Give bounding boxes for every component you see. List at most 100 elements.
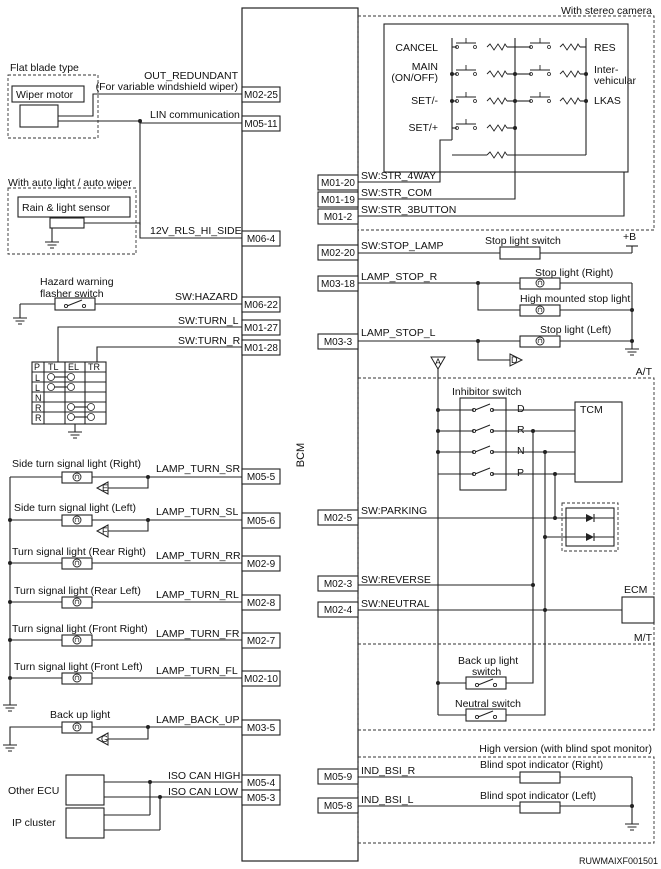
flat-blade-label: Flat blade type: [10, 62, 79, 74]
svg-text:N: N: [35, 393, 42, 403]
mt-label: M/T: [634, 632, 653, 644]
svg-text:M05-3: M05-3: [247, 793, 276, 804]
stop-light-section: Stop light switch +B SW:STOP_LAMP LAMP_S…: [358, 231, 640, 367]
figure-code: RUWMAIXF001501: [579, 856, 658, 866]
pin-m02-7: M02-7: [241, 632, 281, 649]
pin-m05-8: M05-8: [317, 797, 359, 814]
svg-text:SW:REVERSE: SW:REVERSE: [361, 574, 431, 586]
bcm-body: [241, 7, 359, 862]
svg-text:R: R: [35, 403, 42, 413]
svg-text:(ON/OFF): (ON/OFF): [391, 72, 438, 84]
svg-text:SW:NEUTRAL: SW:NEUTRAL: [361, 598, 430, 610]
turn-switch-table: P TL EL TR L L N R R: [31, 361, 107, 439]
lamp-turn-fr-signal: LAMP_TURN_FR: [156, 628, 240, 640]
rain-sensor-body: [49, 217, 85, 229]
svg-text:LAMP_STOP_L: LAMP_STOP_L: [361, 327, 436, 339]
svg-text:M02-3: M02-3: [324, 579, 353, 590]
svg-text:A: A: [435, 357, 441, 367]
12v-signal: 12V_RLS_HI_SIDE: [150, 225, 242, 237]
stop-light-switch-label: Stop light switch: [485, 235, 561, 247]
pin-m01-19: M01-19: [317, 191, 359, 208]
svg-text:M05-5: M05-5: [247, 472, 276, 483]
pin-m02-3: M02-3: [317, 575, 359, 592]
iso-can-low-signal: ISO CAN LOW: [168, 786, 238, 798]
mt-section: M/T Back up light switch Neutral switch: [357, 585, 655, 731]
svg-text:E: E: [102, 483, 108, 493]
hazard-signal: SW:HAZARD: [175, 291, 238, 303]
side-turn-right-label: Side turn signal light (Right): [12, 458, 141, 470]
svg-text:M02-9: M02-9: [247, 559, 276, 570]
pin-m05-4: M05-4: [241, 774, 281, 791]
bsi-left-label: Blind spot indicator (Left): [480, 790, 596, 802]
svg-text:M02-10: M02-10: [244, 674, 278, 685]
ecm-label: ECM: [624, 584, 647, 596]
stereo-camera-label: With stereo camera: [561, 5, 652, 17]
pin-m06-4: M06-4: [241, 230, 281, 247]
pin-m02-25: M02-25: [241, 86, 281, 103]
svg-text:IND_BSI_R: IND_BSI_R: [361, 765, 416, 777]
ip-cluster-label: IP cluster: [12, 817, 56, 829]
svg-text:M02-8: M02-8: [247, 598, 276, 609]
neutral-switch-label: Neutral switch: [455, 698, 521, 710]
svg-text:TL: TL: [48, 362, 59, 372]
svg-text:M06-4: M06-4: [247, 234, 276, 245]
can-bus-section: Other ECU IP cluster ISO CAN HIGH ISO CA…: [8, 770, 242, 839]
svg-text:P: P: [517, 467, 524, 479]
pin-m03-3: M03-3: [317, 333, 359, 350]
turn-signal-section: Side turn signal light (Right) E LAMP_TU…: [2, 458, 242, 712]
svg-text:R: R: [35, 413, 42, 423]
svg-text:M02-7: M02-7: [247, 636, 276, 647]
pin-m05-6: M05-6: [241, 512, 281, 529]
lamp-back-up-signal: LAMP_BACK_UP: [156, 714, 239, 726]
svg-text:R: R: [517, 424, 525, 436]
other-ecu-box: [65, 774, 105, 806]
svg-text:M05-4: M05-4: [247, 778, 276, 789]
svg-text:M02-25: M02-25: [244, 90, 278, 101]
connector-marker-a: A: [430, 356, 446, 715]
svg-text:L: L: [35, 373, 40, 383]
svg-text:SET/-: SET/-: [411, 95, 438, 107]
side-turn-left-label: Side turn signal light (Left): [14, 502, 136, 514]
svg-text:M03-18: M03-18: [321, 279, 355, 290]
stereo-camera-section: With stereo camera CANCEL MAIN (ON/OFF) …: [357, 5, 655, 231]
rain-sensor-box: [17, 196, 131, 218]
lamp-turn-rr-signal: LAMP_TURN_RR: [156, 550, 241, 562]
pin-m01-2: M01-2: [317, 208, 359, 225]
lamp-turn-sr-signal: LAMP_TURN_SR: [156, 463, 240, 475]
pin-m02-8: M02-8: [241, 594, 281, 611]
svg-text:IND_BSI_L: IND_BSI_L: [361, 794, 414, 806]
pin-m02-9: M02-9: [241, 555, 281, 572]
auto-light-section: With auto light / auto wiper Rain & ligh…: [7, 177, 242, 255]
svg-text:M05-11: M05-11: [244, 119, 278, 130]
svg-text:SW:STR_4WAY: SW:STR_4WAY: [361, 170, 436, 182]
blind-spot-section: High version (with blind spot monitor) I…: [357, 743, 655, 844]
svg-text:M05-6: M05-6: [247, 516, 276, 527]
svg-text:N: N: [517, 445, 525, 457]
svg-text:P: P: [34, 362, 40, 372]
back-up-light-section: Back up light G LAMP_BACK_UP: [2, 709, 242, 752]
svg-text:vehicular: vehicular: [594, 75, 637, 87]
flat-blade-section: Flat blade type Wiper motor OUT_REDUNDAN…: [7, 62, 242, 225]
svg-text:M03-5: M03-5: [247, 723, 276, 734]
ecm-box: [621, 596, 655, 624]
turn-l-signal: SW:TURN_L: [178, 315, 239, 327]
at-section: A/T Inhibitor switch D R N P TCM SW:PARK…: [357, 366, 655, 645]
svg-text:MAIN: MAIN: [412, 61, 438, 73]
pin-m02-20: M02-20: [317, 244, 359, 261]
svg-text:LAMP_STOP_R: LAMP_STOP_R: [361, 271, 438, 283]
lamp-turn-sl-signal: LAMP_TURN_SL: [156, 506, 238, 518]
auto-light-label: With auto light / auto wiper: [8, 177, 132, 189]
bcm-label: BCM: [295, 443, 307, 467]
svg-text:SW:STOP_LAMP: SW:STOP_LAMP: [361, 240, 443, 252]
stop-light-left-label: Stop light (Left): [540, 324, 611, 336]
svg-text:M02-5: M02-5: [324, 513, 353, 524]
back-up-light-label: Back up light: [50, 709, 110, 721]
svg-text:F: F: [102, 526, 108, 536]
tcm-label: TCM: [580, 404, 603, 416]
svg-text:M05-8: M05-8: [324, 801, 353, 812]
lin-signal: LIN communication: [150, 109, 240, 121]
turn-rear-left-label: Turn signal light (Rear Left): [14, 585, 141, 597]
svg-text:M06-22: M06-22: [244, 300, 278, 311]
turn-front-right-label: Turn signal light (Front Right): [12, 623, 148, 635]
